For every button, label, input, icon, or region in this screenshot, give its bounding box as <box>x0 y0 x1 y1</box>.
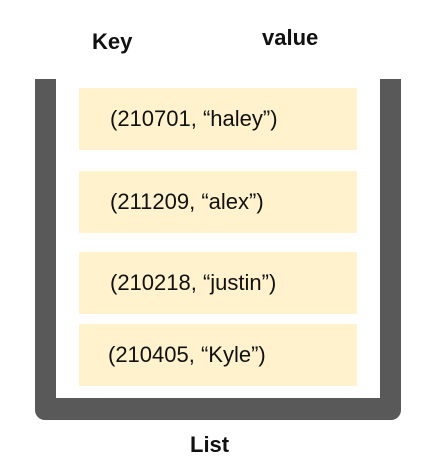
value-column-label: value <box>262 25 319 50</box>
list-item-text: (210405, “Kyle”) <box>108 342 266 367</box>
key-column-label: Key <box>92 29 133 54</box>
list-item-text: (210701, “haley”) <box>110 106 278 131</box>
list-item: (210701, “haley”) <box>79 88 357 150</box>
list-item: (210405, “Kyle”) <box>79 324 357 386</box>
list-item: (211209, “alex”) <box>79 171 357 233</box>
list-item: (210218, “justin”) <box>79 252 357 314</box>
list-label: List <box>190 432 230 457</box>
list-item-text: (210218, “justin”) <box>110 270 277 295</box>
list-item-text: (211209, “alex”) <box>110 189 264 214</box>
